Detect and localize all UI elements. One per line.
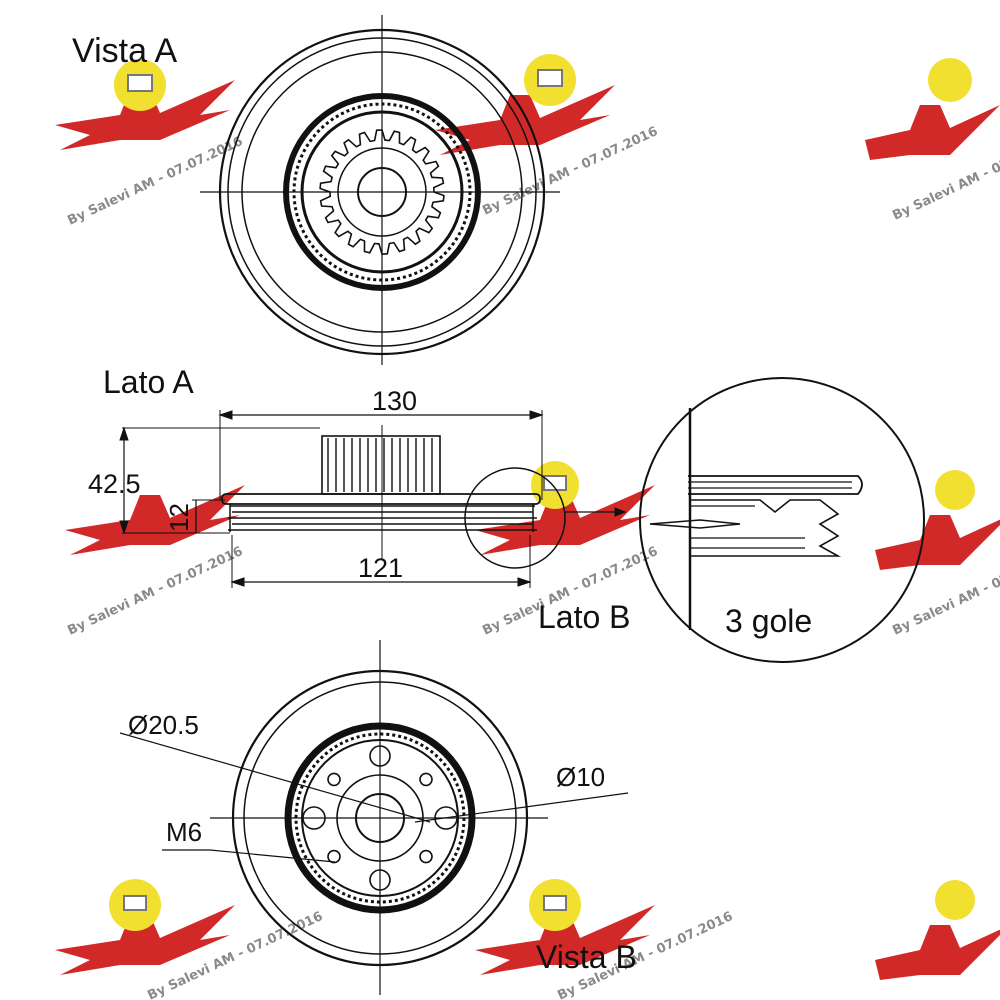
side-b-label: Lato B (538, 599, 631, 635)
threaded-hole (419, 772, 433, 787)
watermark-logo (865, 58, 1000, 160)
view-a-drawing (200, 15, 560, 365)
threaded-hole (327, 849, 341, 864)
watermark-logo (475, 879, 655, 975)
hub-gear-side (321, 435, 441, 495)
pulley-outer-rim (218, 28, 546, 356)
pulley-outer-rim (231, 669, 529, 967)
side-a-label: Lato A (103, 364, 194, 400)
detail-flange-lines (688, 481, 852, 489)
watermark-layer: By Salevi AM - 07.07.2016 By Salevi AM -… (55, 54, 1000, 1000)
detail-flange (688, 475, 863, 495)
drive-gear (319, 129, 445, 255)
watermark-logo (55, 879, 235, 975)
dimension-bolt-hole: Ø10 (556, 762, 605, 792)
watermark-logo (875, 470, 1000, 570)
dimension-arrows (230, 577, 532, 587)
pulley-rim-inner (243, 681, 517, 955)
dimension-arrows (119, 426, 129, 535)
dimension-arrows (218, 410, 544, 420)
dimension-center-bore: Ø20.5 (128, 710, 199, 740)
watermark-text: By Salevi AM - 07.07.2016 (65, 134, 245, 229)
gear-splines (327, 438, 433, 492)
leader-arrow (614, 507, 627, 517)
dimension-overall-width: 130 (372, 386, 417, 416)
pulley-flange (221, 493, 541, 505)
watermark-logo (435, 54, 615, 155)
view-b-drawing (119, 640, 629, 995)
damper-inner-ring (301, 739, 459, 897)
rubber-damper-ring (294, 732, 466, 904)
detail-callout-circle (464, 467, 566, 569)
bolt-hole (434, 806, 458, 830)
leader-thread (209, 849, 336, 863)
bolt-hole (369, 745, 391, 767)
detail-groove-profile (690, 499, 842, 557)
gear-root-circle (337, 147, 427, 237)
watermark-logo (65, 485, 245, 555)
groove-detail-view (639, 377, 925, 663)
watermark-text: By Salevi AM - 07.07.2016 (65, 544, 245, 639)
center-bore (357, 167, 407, 217)
dimension-thread: M6 (166, 817, 202, 847)
detail-groove-wedge (649, 519, 741, 529)
rubber-damper-ring (292, 102, 472, 282)
dimension-hub-height: 42.5 (88, 469, 141, 499)
watermark-logo (875, 880, 1000, 980)
leader-bolt-hole (414, 792, 629, 823)
pulley-rim-inner (227, 37, 537, 347)
bolt-hole (369, 869, 391, 891)
threaded-hole (419, 849, 433, 864)
center-bore (355, 793, 405, 843)
dimension-pulley-width: 121 (358, 553, 403, 583)
hub-ring (336, 774, 424, 862)
rubber-damper-ring-outer (284, 722, 476, 914)
detail-groove-lines (690, 505, 805, 549)
view-b-label: Vista B (536, 939, 637, 975)
detail-circle (639, 377, 925, 663)
damper-inner-ring (300, 110, 464, 274)
watermark-logo (475, 461, 655, 555)
pulley-web (241, 51, 523, 333)
rubber-damper-ring-outer (283, 93, 481, 291)
side-view-drawing (119, 410, 627, 588)
leader-center-bore (119, 732, 431, 823)
dimension-pulley-height: 12 (164, 503, 194, 532)
bolt-hole (302, 806, 326, 830)
grooves-label: 3 gole (725, 603, 812, 639)
bolt-hole-group (302, 745, 458, 891)
threaded-hole (327, 772, 341, 787)
watermark-logo (55, 59, 235, 150)
belt-grooves (228, 505, 537, 531)
view-a-label: Vista A (72, 32, 178, 70)
